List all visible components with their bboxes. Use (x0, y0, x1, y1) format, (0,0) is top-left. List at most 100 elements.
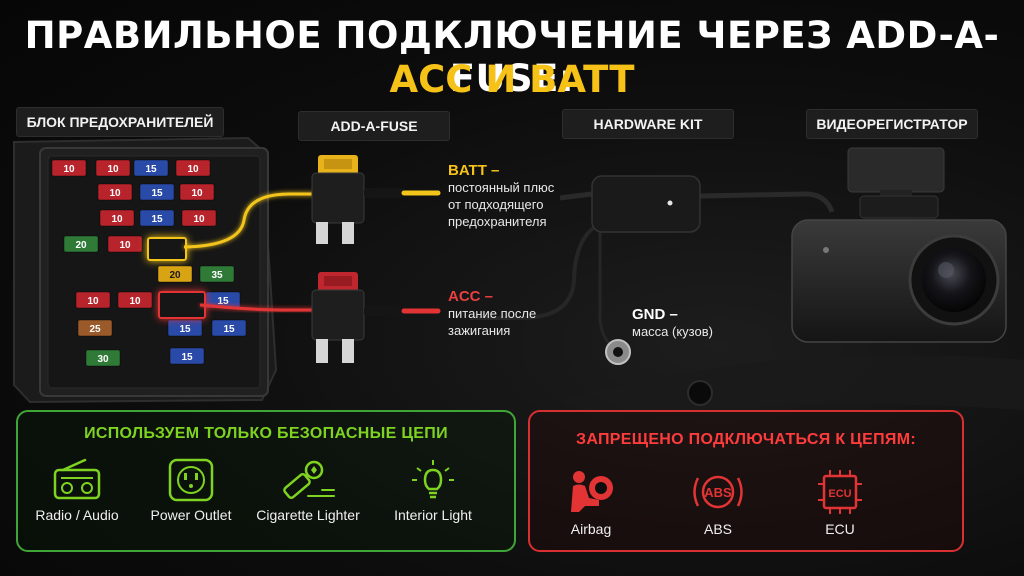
fuse-value: 10 (87, 296, 99, 307)
fuse-15-blue: 15 (139, 209, 175, 227)
forbidden-item-airbag: Airbag (526, 468, 656, 537)
acc-title: ACC – (448, 288, 494, 305)
fuse-10-red: 10 (181, 209, 217, 227)
fuse-30-green: 30 (85, 349, 121, 367)
airbag-icon (571, 471, 613, 512)
title-line-1: ПРАВИЛЬНОЕ ПОДКЛЮЧЕНИЕ ЧЕРЕЗ ADD-A-FUSE: (24, 14, 1000, 100)
dashcam-label: ВИДЕОРЕГИСТРАТОР (806, 109, 978, 139)
title-line-2: ACC И BATT (389, 58, 635, 101)
fuse-value: 15 (179, 324, 191, 335)
power-outlet-icon (168, 458, 214, 502)
batt-desc-line-2: от подходящего (448, 197, 544, 212)
safe-item-radio: Radio / Audio (12, 458, 142, 523)
acc-desc-line-2: зажигания (448, 323, 511, 338)
fuse-10-red: 10 (95, 159, 131, 177)
fuse-15-blue: 15 (167, 319, 203, 337)
fuse-20-yellow: 20 (157, 265, 193, 283)
forbidden-item-abs: ABS ABS (653, 468, 783, 537)
gnd-title: GND – (632, 306, 678, 323)
add-a-fuse-batt (311, 155, 441, 244)
fuse-value: 10 (191, 188, 203, 199)
fuse-10-red: 10 (175, 159, 211, 177)
fuse-value: 35 (211, 270, 223, 281)
fuse-15-blue: 15 (169, 347, 205, 365)
dashcam (791, 147, 1007, 343)
fuse-value: 10 (119, 240, 131, 251)
forbidden-item-label: Airbag (570, 521, 612, 537)
fuse-10-red: 10 (179, 183, 215, 201)
ground-ring-terminal (605, 339, 631, 365)
safe-item-power-outlet: Power Outlet (126, 458, 256, 523)
radio-icon (53, 458, 101, 500)
batt-desc-line-3: предохранителя (448, 214, 547, 229)
acc-label-block: ACC – питание после зажигания (448, 288, 536, 339)
ground-cable (598, 227, 613, 348)
dashboard-vent (687, 380, 713, 406)
fuse-value: 10 (193, 214, 205, 225)
fuse-box-label: БЛОК ПРЕДОХРАНИТЕЛЕЙ (16, 107, 224, 137)
forbidden-item-label: ECU (825, 521, 855, 537)
fuse-25-brown: 25 (77, 319, 113, 337)
fuse-10-red: 10 (51, 159, 87, 177)
dashboard-edge (560, 355, 1024, 420)
fuse-value: 30 (97, 354, 109, 365)
safe-item-label: Interior Light (394, 507, 472, 523)
acc-desc-line-1: питание после (448, 306, 537, 321)
abs-icon: ABS (693, 475, 743, 509)
hardware-kit-output-cable (699, 191, 835, 213)
fuse-15-blue: 15 (211, 319, 247, 337)
fuse-value: 10 (107, 164, 119, 175)
fuse-value: 20 (75, 240, 87, 251)
batt-label-block: BATT – постоянный плюс от подходящего пр… (448, 162, 554, 230)
fuse-value: 10 (63, 164, 75, 175)
cigarette-lighter-icon (283, 460, 335, 499)
safe-item-label: Radio / Audio (35, 507, 119, 523)
ecu-icon-text: ECU (828, 488, 851, 500)
abs-icon-text: ABS (704, 485, 732, 500)
fuse-value: 10 (111, 214, 123, 225)
fuse-15-blue: 15 (139, 183, 175, 201)
fuse-35-green: 35 (199, 265, 235, 283)
safe-item-label: Power Outlet (150, 507, 232, 523)
safe-panel-title: ИСПОЛЬЗУЕМ ТОЛЬКО БЕЗОПАСНЫЕ ЦЕПИ (84, 425, 448, 442)
fuse-10-red: 10 (97, 183, 133, 201)
acc-fuse-highlight (158, 291, 206, 319)
fuse-value: 10 (187, 164, 199, 175)
hardware-kit-input-cable (559, 191, 593, 201)
add-a-fuse-label: ADD-A-FUSE (298, 111, 450, 141)
hardware-kit-acc-cable (470, 224, 598, 320)
fuse-value: 15 (151, 214, 163, 225)
interior-light-icon (412, 460, 454, 499)
safe-circuits-panel: ИСПОЛЬЗУЕМ ТОЛЬКО БЕЗОПАСНЫЕ ЦЕПИ Radio … (16, 410, 516, 552)
gnd-label-block: GND – масса (кузов) (632, 306, 713, 340)
safe-item-interior-light: Interior Light (368, 458, 498, 523)
fuse-value: 15 (217, 296, 229, 307)
safe-item-label: Cigarette Lighter (256, 507, 360, 523)
fuse-value: 15 (181, 352, 193, 363)
safe-item-cigarette-lighter: Cigarette Lighter (243, 458, 373, 523)
hardware-kit-box (591, 175, 701, 233)
forbidden-item-label: ABS (703, 521, 732, 537)
fuse-10-red: 10 (117, 291, 153, 309)
batt-desc-line-1: постоянный плюс (448, 180, 555, 195)
fuse-value: 20 (169, 270, 181, 281)
ecu-icon: ECU (818, 470, 862, 514)
forbidden-circuits-panel: ЗАПРЕЩЕНО ПОДКЛЮЧАТЬСЯ К ЦЕПЯМ: Airbag A… (528, 410, 964, 552)
forbidden-panel-title: ЗАПРЕЩЕНО ПОДКЛЮЧАТЬСЯ К ЦЕПЯМ: (576, 431, 916, 448)
batt-fuse-highlight (147, 237, 187, 261)
fuse-10-red: 10 (99, 209, 135, 227)
hardware-kit-label: HARDWARE KIT (562, 109, 734, 139)
fuse-10-red: 10 (75, 291, 111, 309)
fuse-value: 15 (151, 188, 163, 199)
fuse-10-red: 10 (107, 235, 143, 253)
add-a-fuse-acc (311, 272, 441, 363)
acc-wire (199, 303, 318, 312)
fuse-20-green: 20 (63, 235, 99, 253)
fuse-15-blue: 15 (133, 159, 169, 177)
fuse-value: 25 (89, 324, 101, 335)
batt-wire (183, 192, 318, 249)
fuse-value: 10 (129, 296, 141, 307)
fuse-value: 15 (223, 324, 235, 335)
